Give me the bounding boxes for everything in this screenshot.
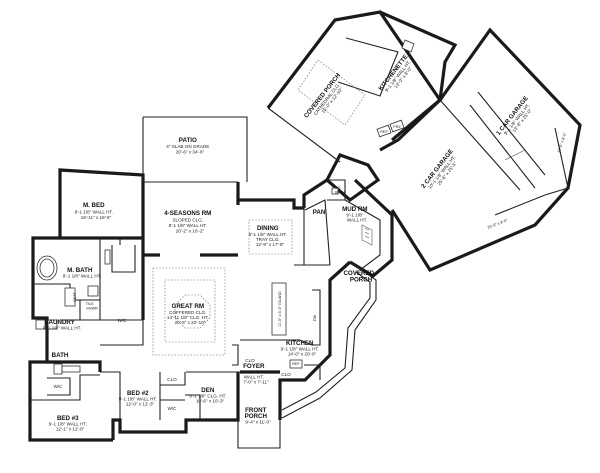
half-bath-label: 1/2 BATH: [335, 176, 345, 195]
bed3-label: BED #3 9'-1 1/8" WALL HT. 12'-1" x 12'-0…: [49, 407, 92, 432]
great-room-label: GREAT RM COFFERED CLG. 14'-11 1/8" CLG. …: [167, 295, 213, 325]
dining-kitchen: [240, 199, 331, 380]
seat-label: SEAT: [73, 292, 77, 302]
master-bath-label: M. BATH 9'-1 1/8" WALL HT.: [63, 259, 101, 279]
kitchen-label: KITCHEN 9'-1 1/8" WALL HT. 14'-0" x 20'-…: [281, 332, 324, 357]
bed2-wic-label: W/C: [168, 406, 178, 411]
island-label: 11'-0" x 5'-0" ISLAND: [278, 291, 282, 327]
foyer-label: FOYER 9'-1 1/8" WALL HT. 7'-0" x 7'-11": [243, 355, 269, 385]
kitchenette-label: KITCHENETTE 9'-1 1/8" WALL HT. 13'-0" x …: [371, 45, 420, 98]
four-seasons-label: 4-SEASONS RM SLOPED CLG. 8'-1 1/8" WALL …: [164, 202, 216, 234]
master-suite: [33, 236, 144, 346]
two-car-garage-label: 2 CAR GARAGE 10'-1 1/8" WALL HT. 25'-6" …: [414, 140, 465, 196]
pantry-label: PAN: [313, 209, 326, 216]
front-porch-label: FRONT PORCH 9'-4" x 11'-0": [245, 399, 272, 425]
covered-porch-top-label: COVERED PORCH CATHEDRAL CLG. 15'-0" x 12…: [297, 64, 353, 126]
exterior-walls: [28, 116, 394, 449]
den-closet-label: CLO: [245, 358, 255, 363]
bed2-label: BED #2 9'-1 1/8" WALL HT. 12'-0" x 12'-3…: [119, 382, 162, 407]
mud-room: [327, 179, 381, 271]
covered-porch-side-label: COVERED PORCH: [343, 262, 378, 284]
garages: [390, 27, 582, 273]
master-bed-label: M. BED 9'-1 1/8" WALL HT. 16'-11" x 16'-…: [75, 194, 118, 220]
frz-top-label: FRZ: [393, 125, 401, 129]
patio-label: PATIO 4" SLAB ON GRADE 20'-6" x 34'-6": [166, 129, 213, 155]
dishwasher-label: DW: [313, 314, 317, 321]
bed3-wic-label: W/C: [54, 384, 64, 389]
kitchen-ref-label: REF: [292, 362, 300, 366]
foyer-closet-label: CLO: [281, 372, 291, 377]
tile-shower-label: TILE SHWR: [86, 292, 98, 311]
great-room: [152, 267, 239, 366]
dining-label: DINING 9'-1 1/8" WALL HT. TRAY CLG. 12'-…: [249, 217, 292, 247]
bedroom-wing: [30, 360, 240, 420]
den-label: DEN 9'-1 1/8" CLG. HT. 10'-6" x 10'-3": [189, 379, 230, 404]
bath-label: BATH: [52, 352, 69, 359]
bed2-closet-label: CLO: [167, 377, 177, 382]
master-wic-label: W/C: [118, 318, 128, 323]
mud-room-label: MUD RM 9'-1 1/8" WALL HT.: [342, 198, 372, 223]
garage-door-dim-b: 10'-0" x 8'-0": [557, 131, 568, 153]
laundry-label: LAUNDRY 9'-1 1/8" WALL HT.: [43, 311, 81, 331]
upper-pavilion: [266, 10, 458, 163]
garage-door-dim-a: 25'-6" x 8'-0": [487, 218, 509, 230]
ref-top-label: REF: [380, 130, 388, 134]
